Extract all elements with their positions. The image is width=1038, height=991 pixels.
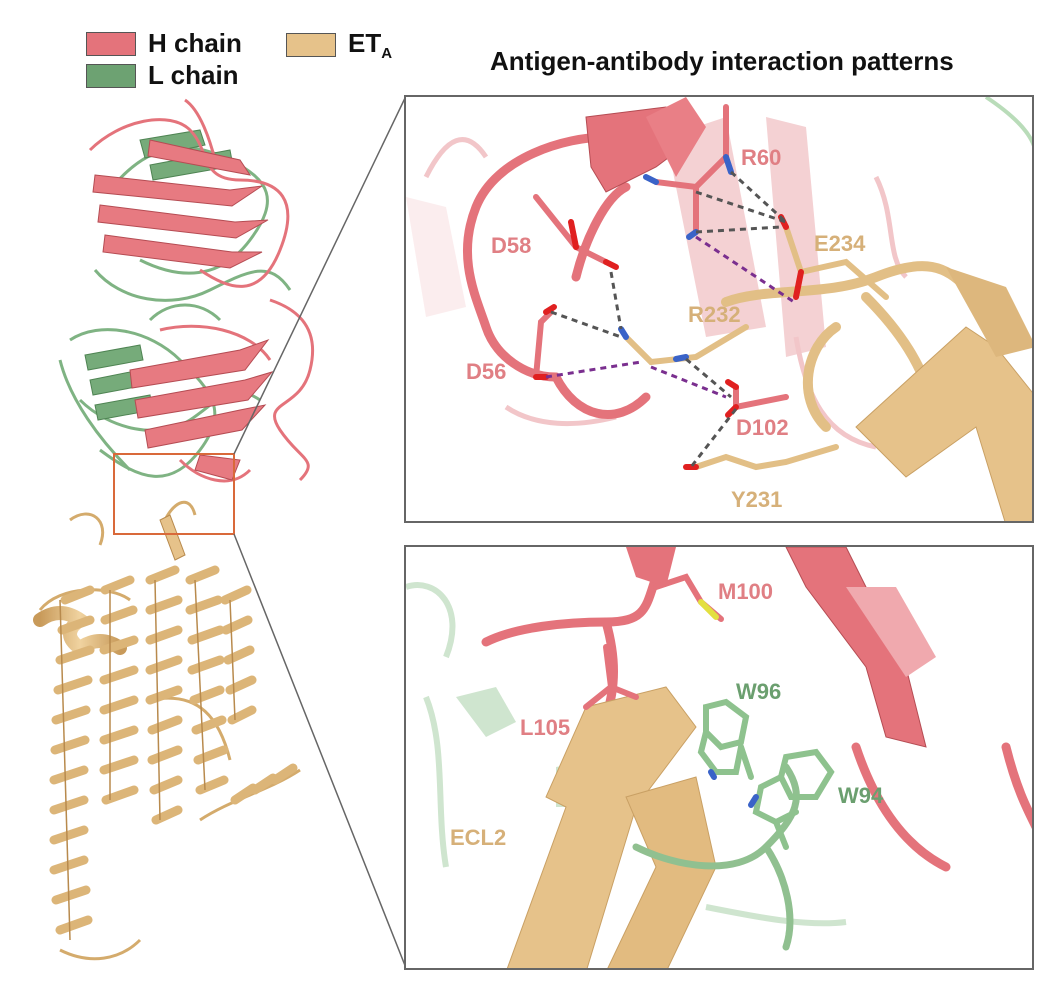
legend-label-l-chain: L chain (148, 60, 239, 90)
bottom-zoom-panel: M100 W96 L105 W94 ECL2 (404, 545, 1034, 970)
figure-title: Antigen-antibody interaction patterns (490, 46, 954, 76)
legend-label-h-chain: H chain (148, 28, 242, 58)
legend-swatch-l-chain (86, 63, 136, 88)
label-y231: Y231 (731, 487, 783, 512)
eta-helix-coils (49, 565, 298, 935)
label-d56: D56 (466, 359, 507, 384)
eta-sheet-bottom (506, 686, 697, 968)
label-d58: D58 (491, 233, 532, 258)
legend-swatch-h-chain (86, 31, 136, 56)
top-panel-structure (406, 97, 1032, 521)
zoom-line-bottom (233, 533, 407, 969)
label-e234: E234 (814, 231, 866, 256)
legend-label-eta-main: ET (348, 28, 382, 58)
legend-h-chain: H chain (86, 28, 242, 59)
top-zoom-panel: R60 D58 E234 R232 D56 D102 Y231 (404, 95, 1034, 523)
label-r232: R232 (688, 302, 741, 327)
label-w94: W94 (838, 783, 884, 808)
hbond-lines (550, 170, 788, 468)
label-w96: W96 (736, 679, 782, 704)
legend-label-eta: ETA (348, 28, 392, 62)
h-chain-sheet-bottom (785, 547, 927, 748)
eta-receptor-structure (33, 501, 301, 961)
legend-swatch-eta (286, 33, 336, 58)
eta-sheet-top (855, 326, 1032, 521)
label-l105: L105 (520, 715, 571, 740)
label-ecl2: ECL2 (450, 825, 507, 850)
zoom-line-top (233, 95, 407, 455)
h-chain-structure (88, 98, 315, 483)
bottom-panel-structure (406, 547, 1032, 968)
legend-label-eta-sub: A (381, 45, 393, 63)
legend-l-chain: L chain (86, 60, 239, 91)
legend-eta: ETA (286, 28, 392, 62)
salt-bridge-lines (545, 235, 795, 399)
h-chain-sheets (92, 139, 274, 481)
label-d102: D102 (736, 415, 789, 440)
label-r60: R60 (741, 145, 782, 170)
selection-box (113, 453, 235, 535)
label-m100: M100 (718, 579, 774, 604)
